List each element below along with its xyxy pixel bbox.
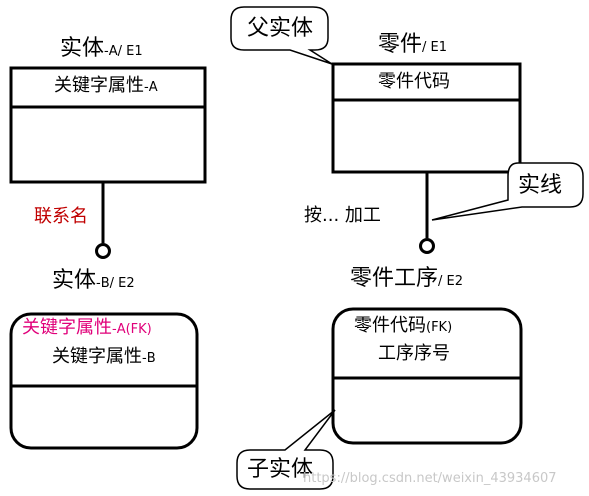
callout-parent-entity-label: 父实体	[247, 16, 314, 41]
part-process-fk-attribute: 零件代码(FK)	[354, 317, 452, 335]
callout-solid-line-label: 实线	[518, 173, 563, 198]
part-process-fk-attribute-main: 零件代码	[354, 315, 426, 336]
part-process-key-attribute: 工序序号	[378, 343, 450, 364]
relationship-line-left	[95, 182, 111, 259]
entity-b-title-main: 实体	[52, 268, 97, 293]
entity-a-key-attribute-main: 关键字属性	[54, 75, 144, 96]
part-entity-title-suffix: / E1	[422, 40, 448, 55]
relationship-name-right: 按... 加工	[304, 205, 381, 226]
entity-a-title-main: 实体	[60, 36, 105, 61]
part-entity-key-attribute: 零件代码	[378, 71, 450, 92]
entity-b-title: 实体-B/ E2	[52, 270, 135, 292]
part-process-entity-title-main: 零件工序	[350, 266, 439, 291]
entity-a-box	[9, 66, 207, 184]
callout-parent-entity-bubble	[230, 6, 333, 65]
entity-a-key-attribute: 关键字属性-A	[54, 77, 158, 95]
entity-a-title-suffix: -A/ E1	[104, 44, 143, 59]
part-process-fk-attribute-suffix: (FK)	[426, 320, 453, 335]
callout-child-entity-label: 子实体	[247, 457, 314, 482]
part-process-entity-title-suffix: / E2	[438, 274, 464, 289]
part-process-entity-box	[331, 307, 523, 445]
entity-b-box	[9, 312, 199, 450]
part-entity-title-main: 零件	[378, 32, 423, 57]
callout-child-entity-bubble	[236, 409, 336, 490]
part-entity-title: 零件/ E1	[378, 34, 447, 56]
entity-b-key-attribute-suffix: -B	[142, 351, 156, 366]
entity-b-fk-attribute: 关键字属性-A(FK)	[22, 319, 152, 337]
entity-b-key-attribute: 关键字属性-B	[52, 348, 156, 366]
watermark-url: https://blog.csdn.net/weixin_43934607	[303, 471, 557, 486]
entity-a-key-attribute-suffix: -A	[144, 80, 158, 95]
entity-b-fk-attribute-suffix: -A(FK)	[112, 322, 152, 337]
entity-b-title-suffix: -B/ E2	[96, 276, 135, 291]
entity-b-fk-attribute-main: 关键字属性	[22, 317, 112, 338]
entity-a-title: 实体-A/ E1	[60, 38, 143, 60]
relationship-line-right	[419, 172, 435, 254]
part-process-entity-title: 零件工序/ E2	[350, 268, 463, 290]
entity-b-key-attribute-main: 关键字属性	[52, 346, 142, 367]
callout-solid-line-bubble	[431, 162, 584, 221]
relationship-name-left: 联系名	[34, 206, 88, 227]
